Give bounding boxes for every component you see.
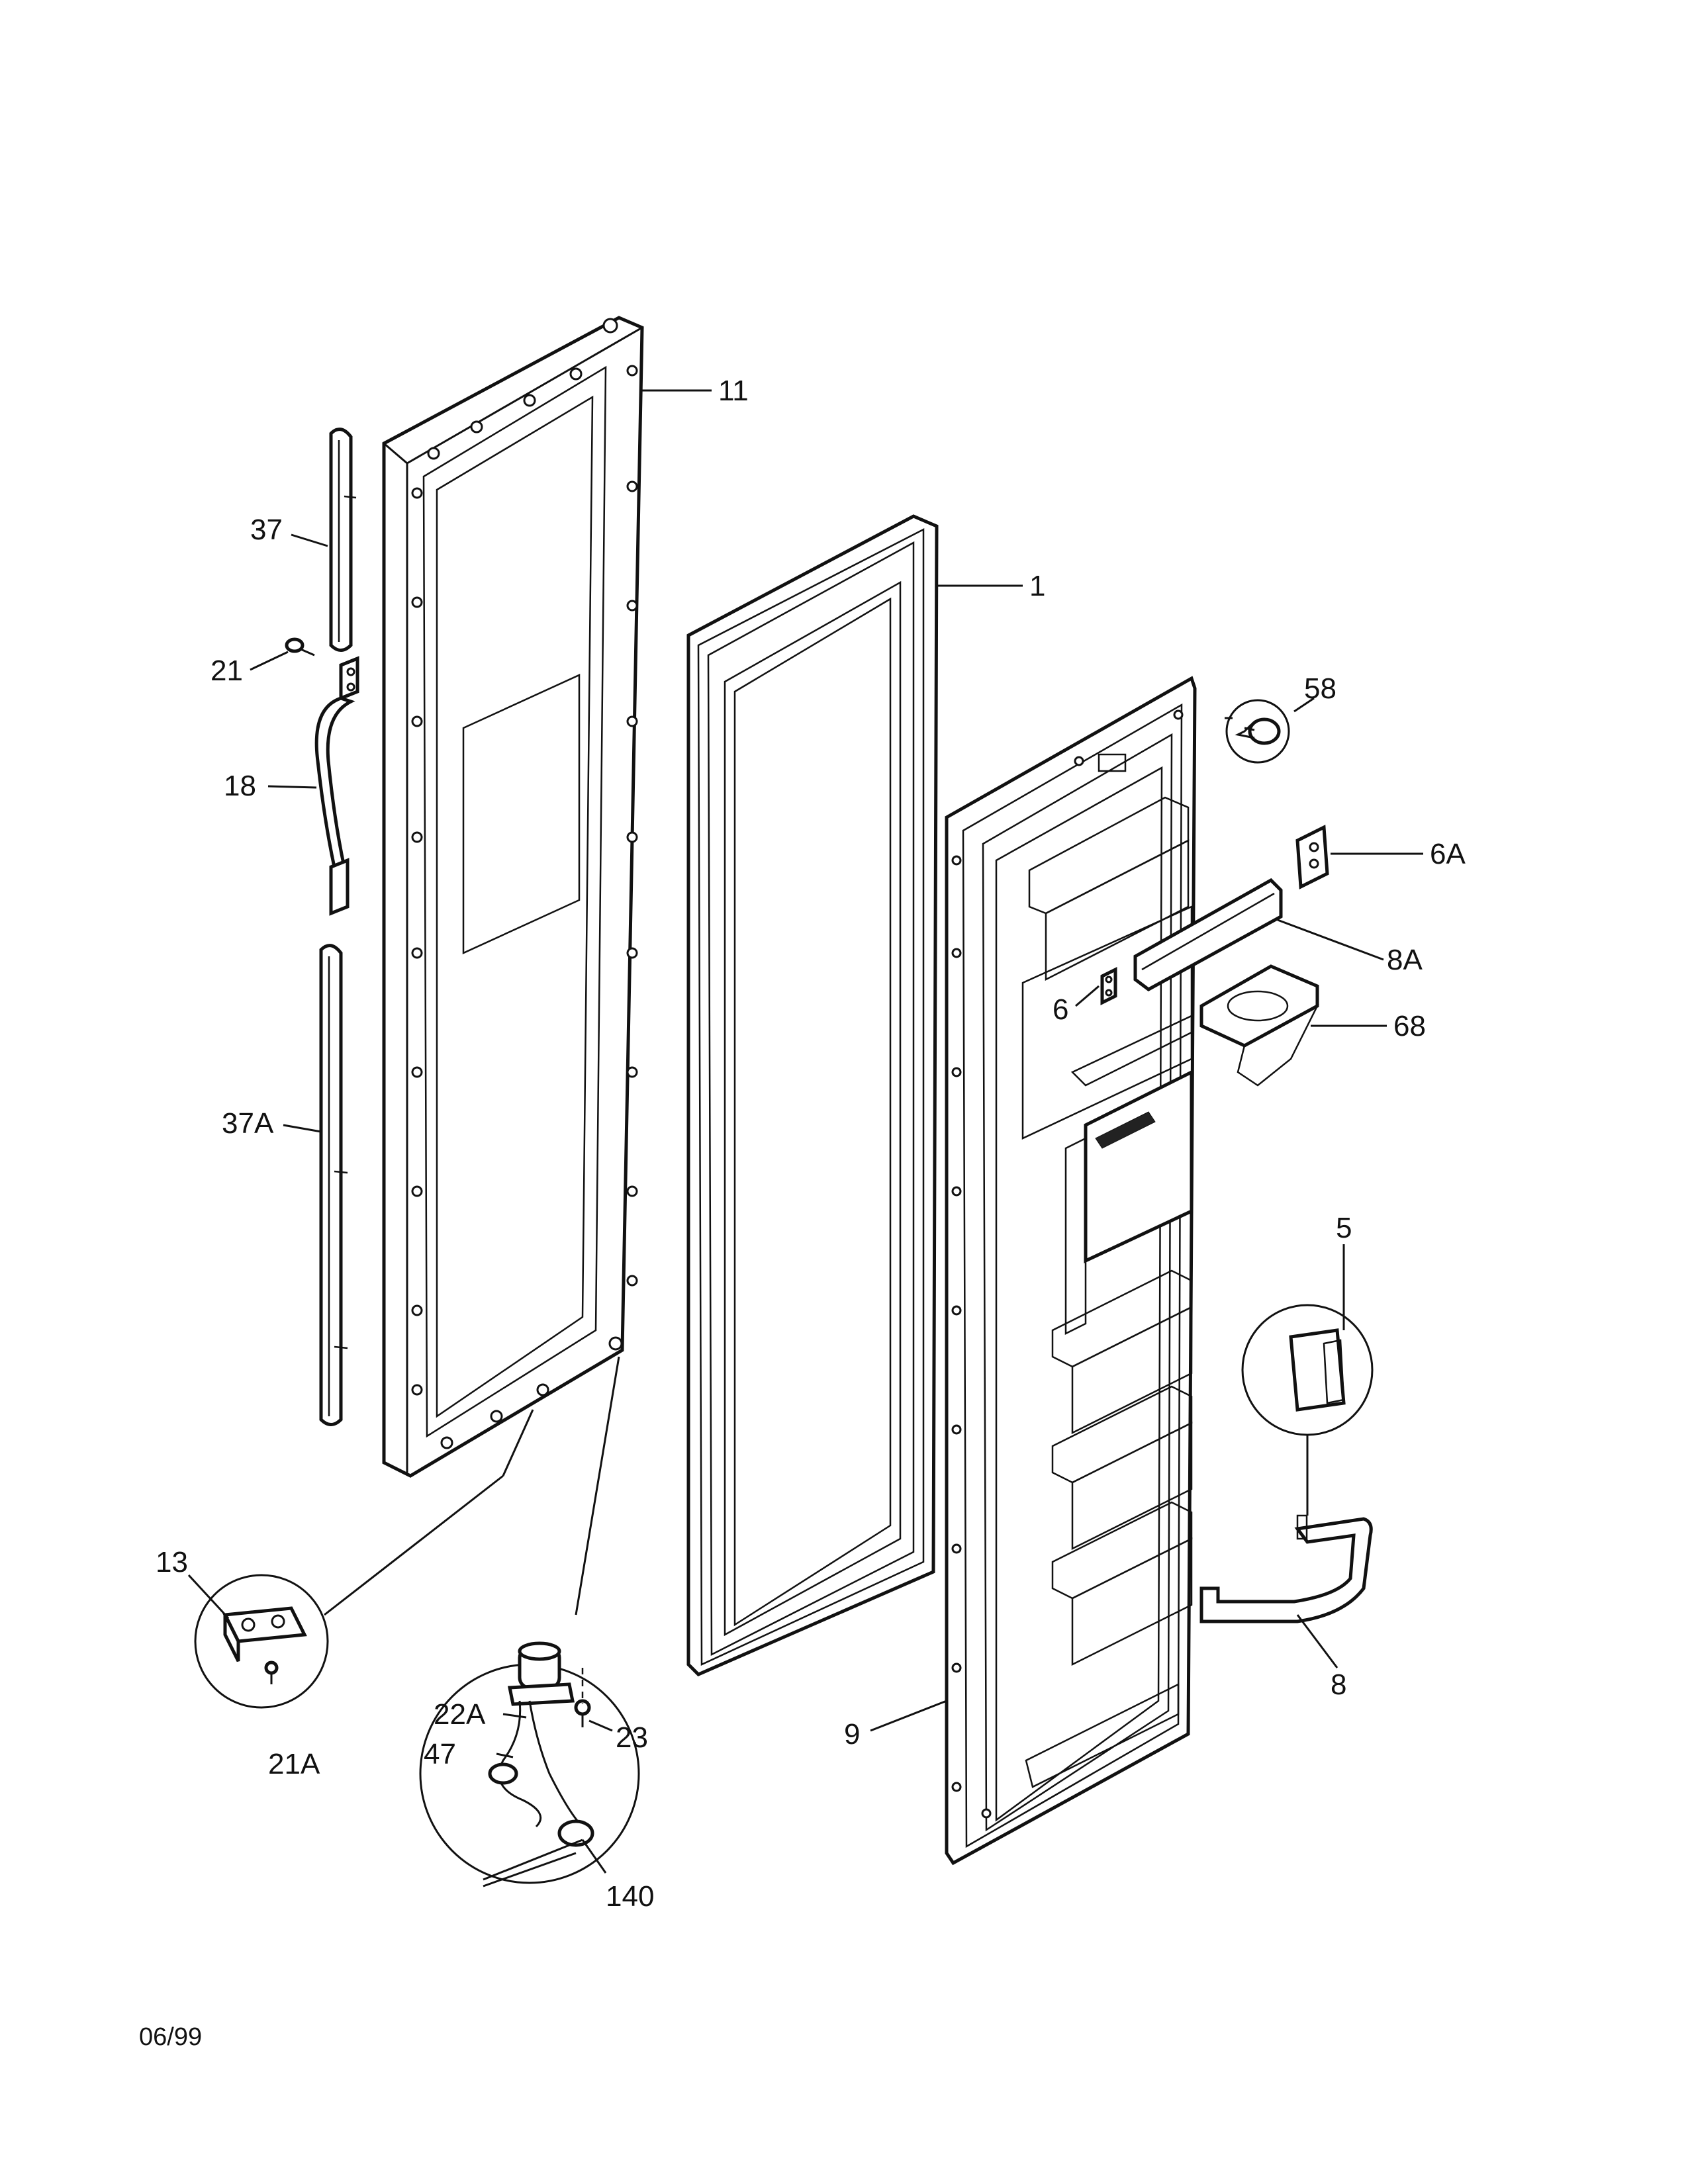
- label-22A: 22A: [434, 1698, 486, 1731]
- label-8: 8: [1331, 1668, 1346, 1701]
- bracket-6A: [1295, 825, 1329, 889]
- label-37: 37: [250, 514, 283, 546]
- door-liner-9: [945, 676, 1197, 1866]
- label-58: 58: [1304, 672, 1336, 705]
- handle-18: [314, 656, 359, 916]
- label-5: 5: [1336, 1212, 1352, 1244]
- panel-11-holes: [411, 318, 638, 1449]
- handle-trim-37: [329, 428, 357, 652]
- label-8A: 8A: [1387, 944, 1423, 976]
- label-9: 9: [844, 1718, 860, 1751]
- light-switch-detail-callout: [419, 1641, 640, 1888]
- handle-trim-37A: [319, 944, 348, 1426]
- label-6A: 6A: [1430, 838, 1466, 870]
- label-21: 21: [211, 655, 243, 687]
- clip-5-callout: [1241, 1304, 1374, 1516]
- rail-8A: [1133, 878, 1283, 991]
- label-68: 68: [1393, 1010, 1426, 1042]
- liner-9-holes: [951, 709, 1184, 1819]
- screw-58-callout: [1225, 699, 1290, 764]
- door-gasket-1: [686, 514, 939, 1676]
- label-18: 18: [224, 770, 256, 802]
- label-21A: 21A: [268, 1748, 320, 1780]
- door-panel-11: [382, 316, 644, 1478]
- label-23: 23: [616, 1721, 648, 1754]
- label-37A: 37A: [222, 1107, 274, 1140]
- label-11: 11: [718, 375, 749, 407]
- label-6: 6: [1053, 993, 1068, 1026]
- screw-21: [285, 637, 315, 657]
- label-47: 47: [424, 1738, 456, 1770]
- label-1: 1: [1029, 570, 1045, 602]
- callout-labels: 11 1 37 21 18 37A 58 6A 8A 6 68 5 8 9 13…: [156, 375, 1466, 1913]
- clip-6: [1100, 966, 1117, 1006]
- hinge-detail-callout: [194, 1574, 329, 1709]
- label-140: 140: [606, 1880, 654, 1913]
- dispenser-pad-68: [1199, 964, 1319, 1087]
- bin-bracket-8: [1199, 1514, 1373, 1623]
- leader-lines: [187, 389, 1423, 1874]
- label-13: 13: [156, 1546, 188, 1578]
- revision-date: 06/99: [139, 2023, 202, 2051]
